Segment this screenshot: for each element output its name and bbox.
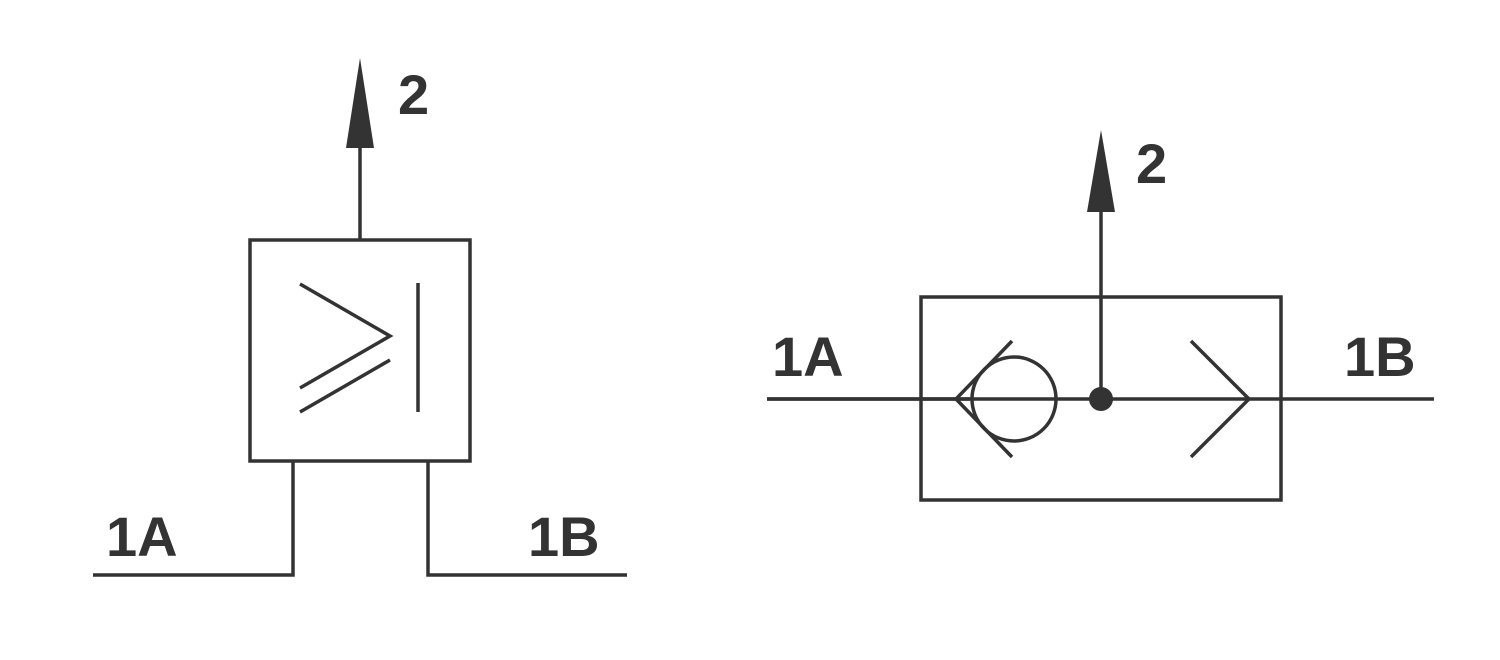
shuttle-valve-input-a-label: 1A [772,325,844,388]
and-valve-body [248,238,472,463]
and-valve-input-b-label: 1B [528,505,600,568]
shuttle-valve-output-arrow-icon [1087,130,1115,212]
shuttle-valve-output-label: 2 [1136,132,1167,195]
and-valve-output-label: 2 [398,63,429,126]
and-valve-input-a-label: 1A [106,505,178,568]
and-valve-input-a-line [93,461,295,577]
and-valve-symbol: 2 1A 1B [93,58,627,577]
shuttle-valve-input-b-label: 1B [1344,325,1416,388]
and-valve-input-b-line [426,461,627,577]
and-valve-parallel-stroke [299,358,391,414]
shuttle-valve-symbol: 2 1A 1B [767,130,1434,502]
and-valve-output-arrow-icon [346,58,374,148]
shuttle-valve-right-seat-icon [1189,339,1252,459]
and-valve-chevron-icon [299,282,394,390]
